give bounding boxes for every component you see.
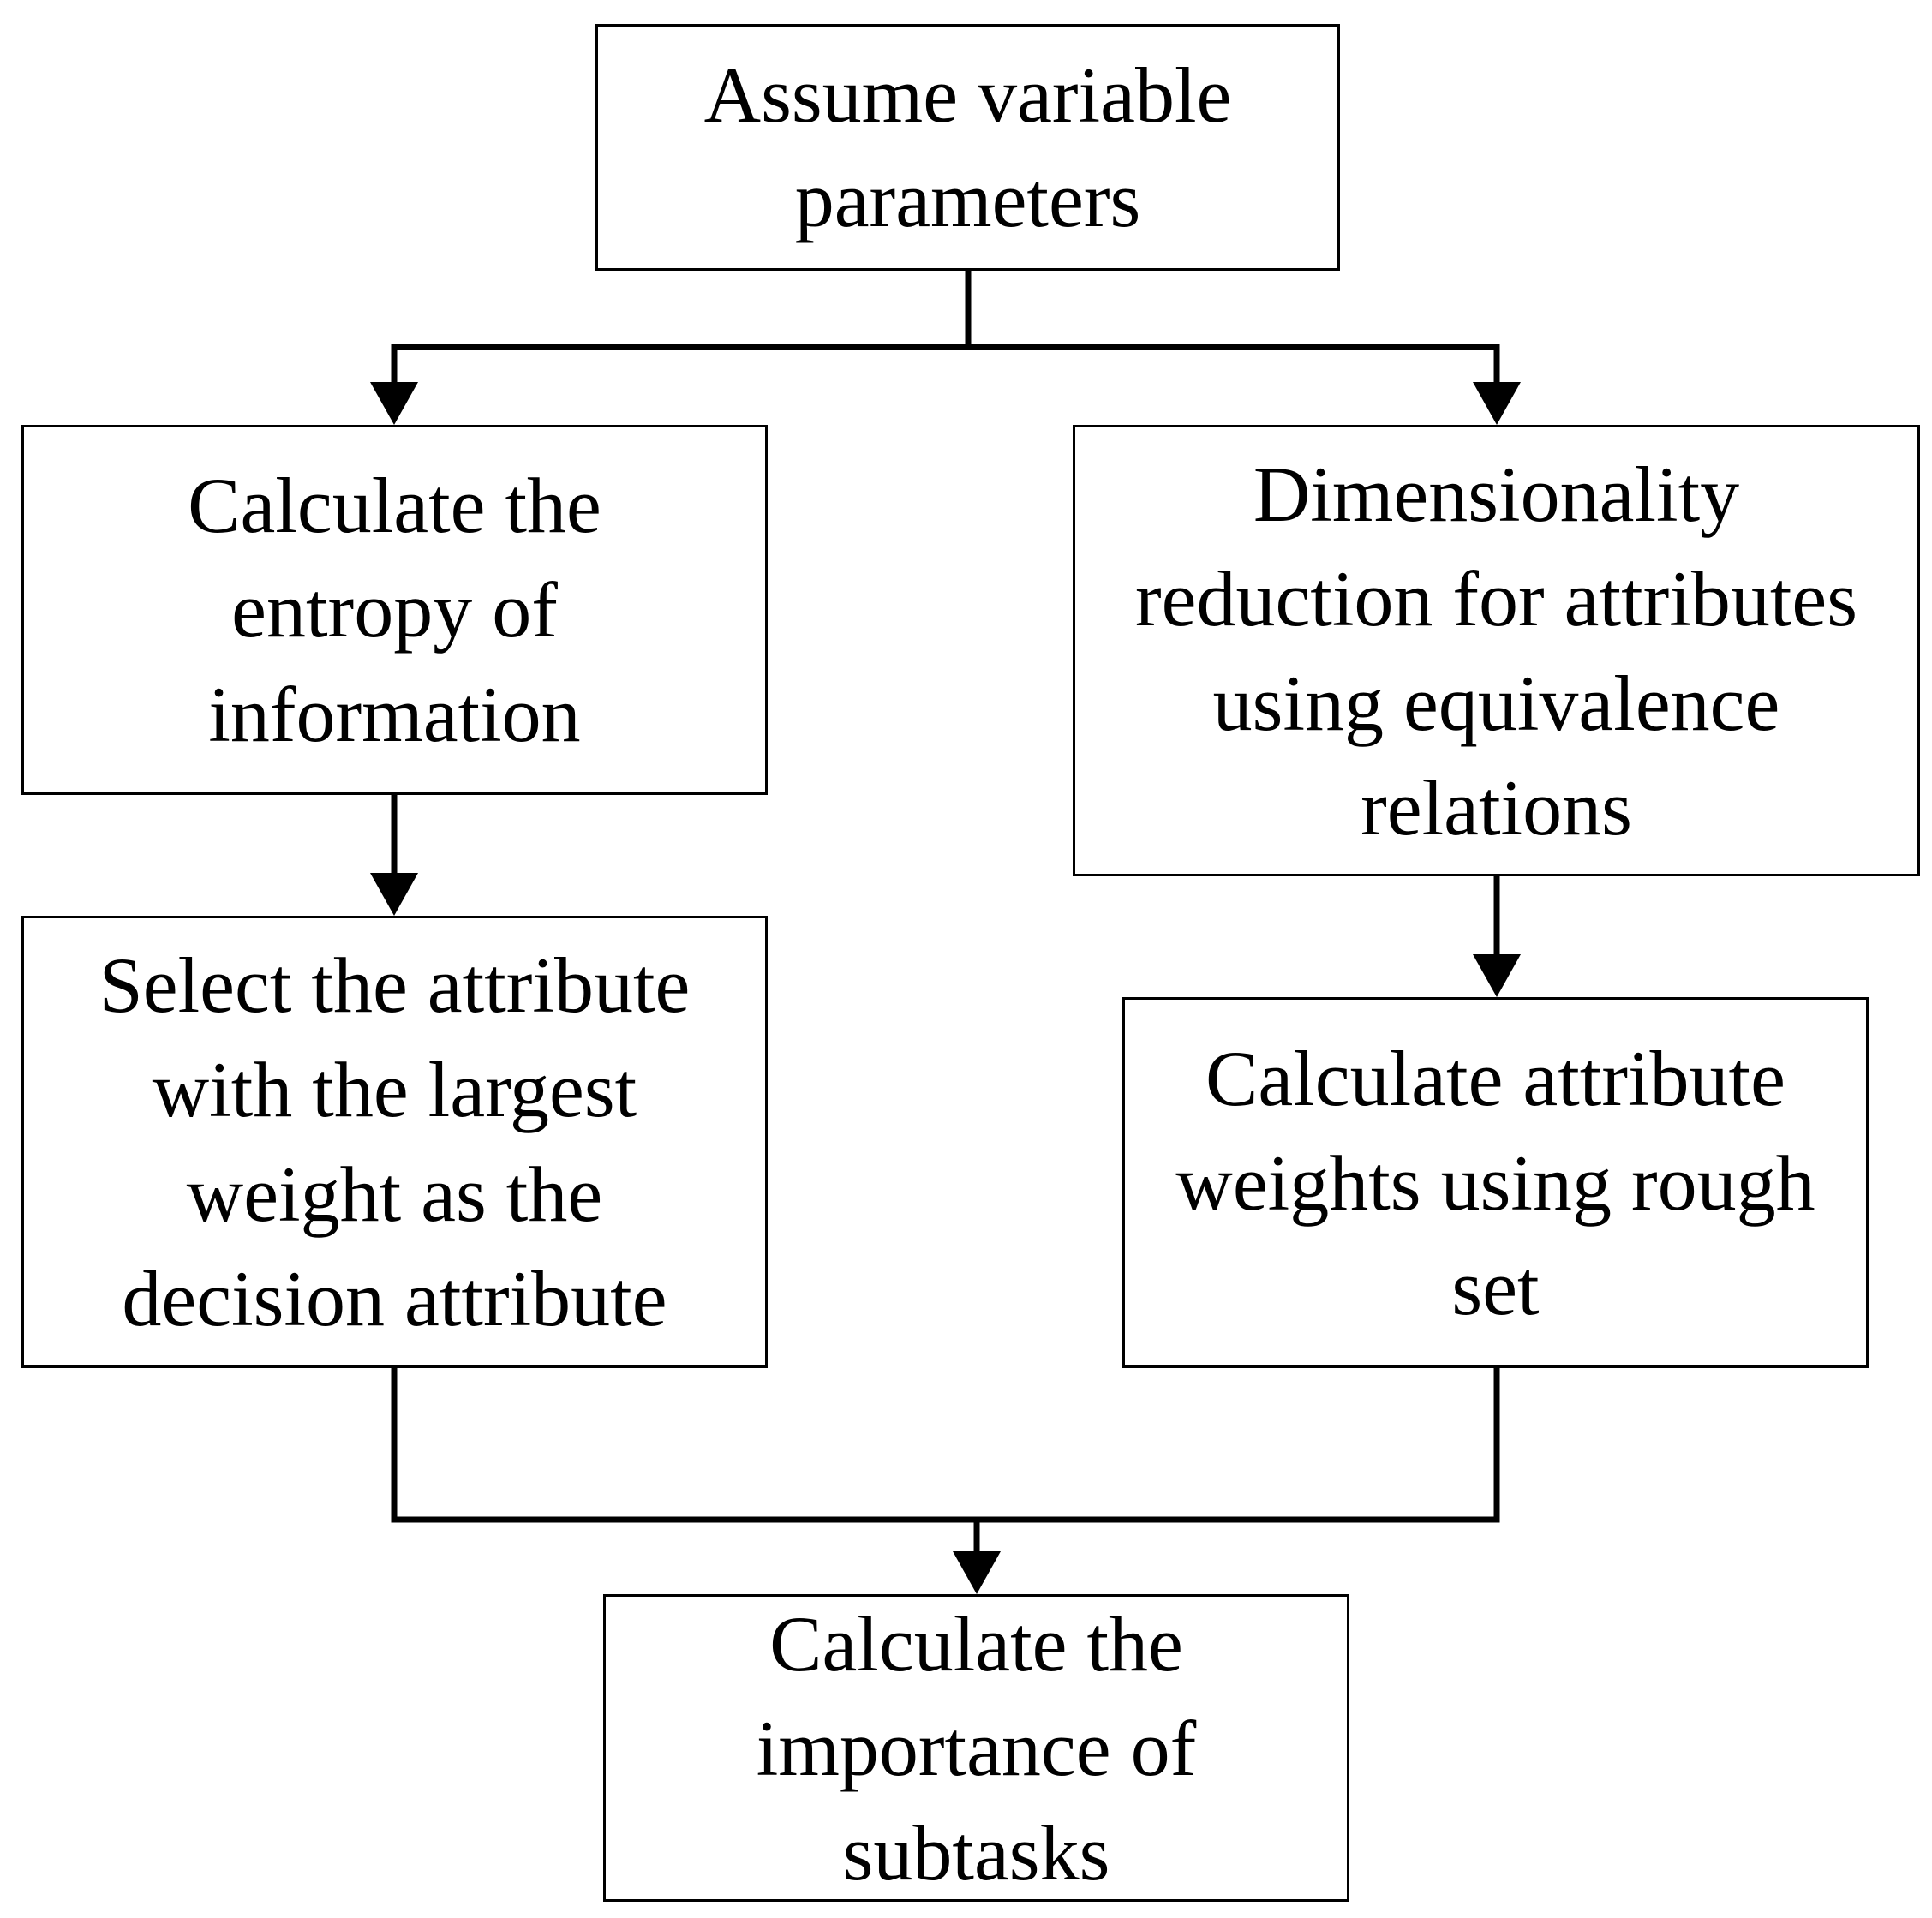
node-label: Assume variable parameters bbox=[703, 51, 1232, 243]
edge-assume-split bbox=[394, 271, 1497, 350]
arrowhead-entropy bbox=[370, 382, 418, 425]
arrowhead-importance bbox=[953, 1551, 1001, 1594]
arrowhead-select bbox=[370, 873, 418, 916]
node-dimensionality-reduction: Dimensionality reduction for attributes … bbox=[1073, 425, 1920, 876]
node-calculate-entropy: Calculate the entropy of information bbox=[21, 425, 768, 795]
node-label: Dimensionality reduction for attributes … bbox=[1134, 450, 1858, 851]
node-calculate-attribute-weights: Calculate attribute weights using rough … bbox=[1122, 997, 1869, 1368]
arrowhead-weights bbox=[1473, 954, 1521, 997]
arrowhead-dimension bbox=[1473, 382, 1521, 425]
edge-merge bbox=[391, 1368, 1500, 1523]
node-select-attribute: Select the attribute with the largest we… bbox=[21, 916, 768, 1368]
node-calculate-importance: Calculate the importance of subtasks bbox=[603, 1594, 1349, 1902]
node-assume-variable-parameters: Assume variable parameters bbox=[595, 24, 1340, 271]
node-label: Calculate the entropy of information bbox=[188, 462, 601, 758]
node-label: Calculate the importance of subtasks bbox=[756, 1599, 1197, 1897]
node-label: Calculate attribute weights using rough … bbox=[1175, 1034, 1815, 1331]
node-label: Select the attribute with the largest we… bbox=[99, 941, 691, 1342]
